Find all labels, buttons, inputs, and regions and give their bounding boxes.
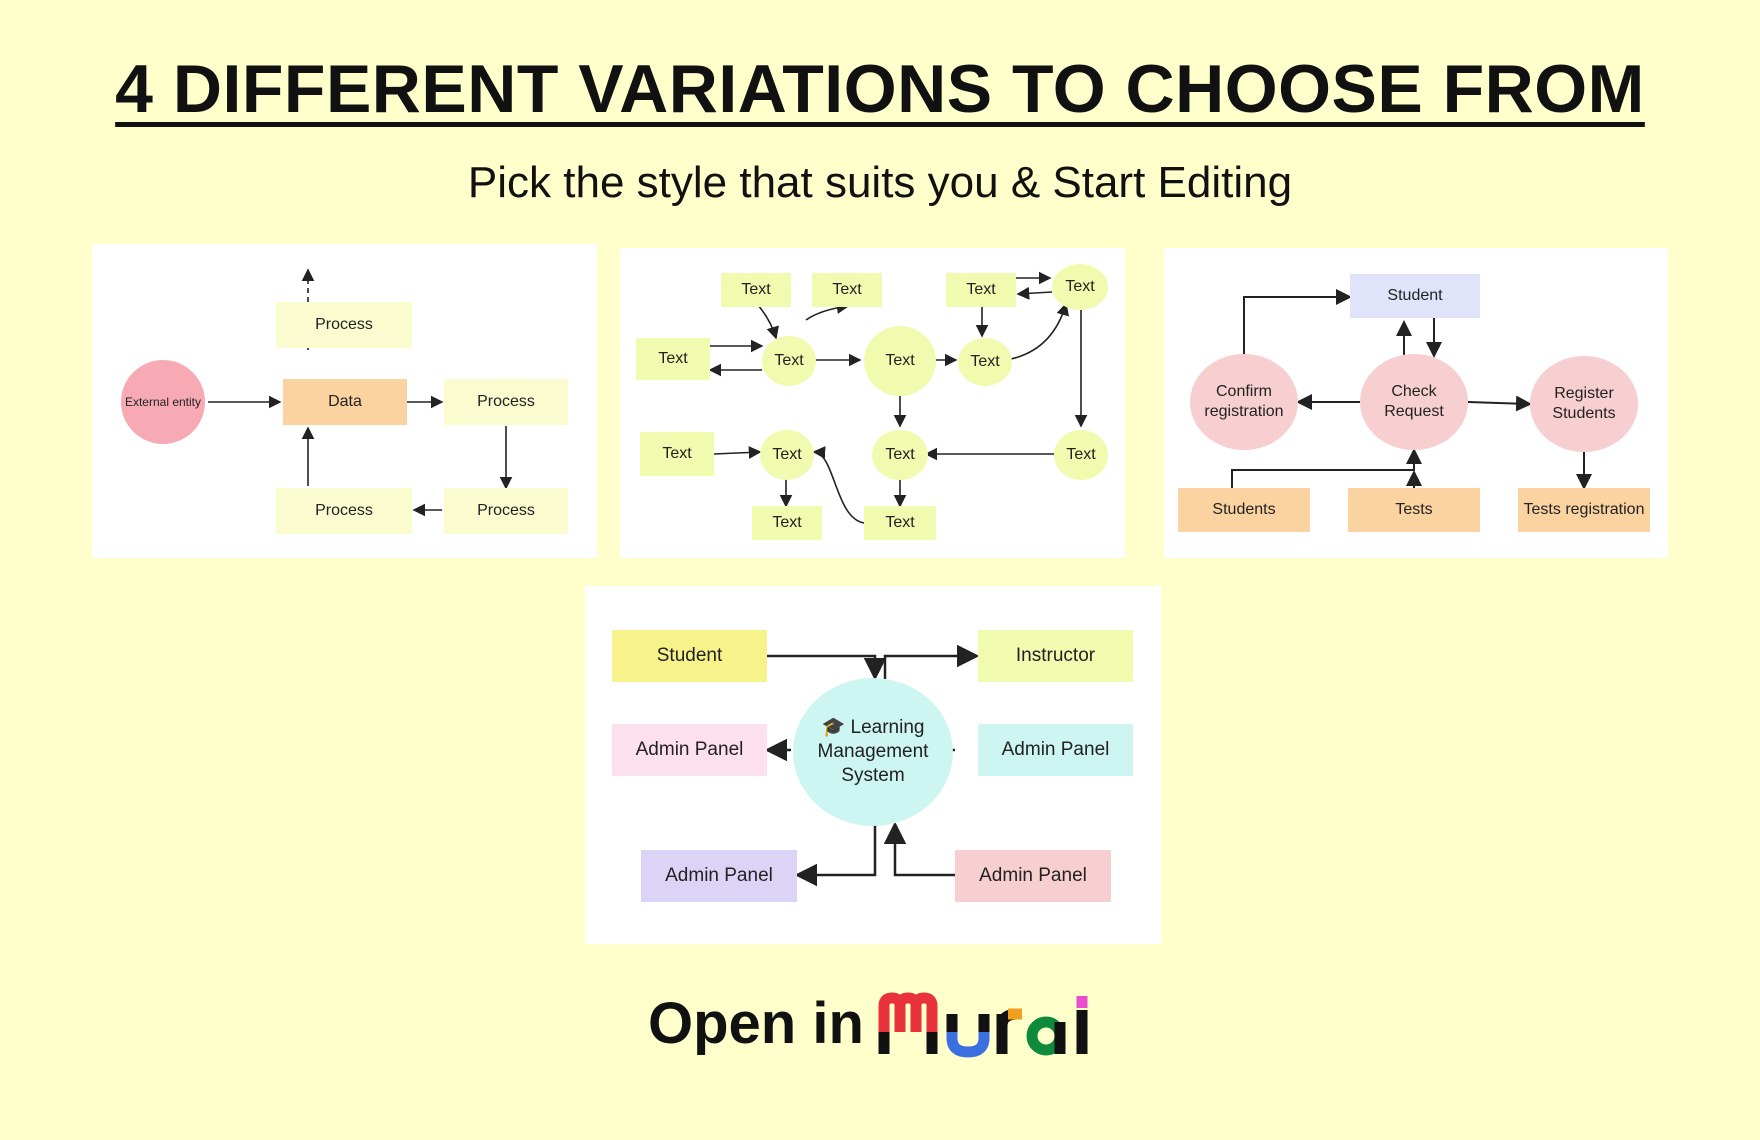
text-node[interactable]: Text [946, 273, 1016, 307]
page-subtitle: Pick the style that suits you & Start Ed… [467, 158, 1293, 207]
text-node[interactable]: Text [636, 338, 710, 380]
admin-panel-bottom-left[interactable]: Admin Panel [641, 850, 797, 902]
open-in-label: Open in [648, 991, 864, 1056]
text-circle-node[interactable]: Text [1052, 264, 1108, 310]
admin-panel-bottom-right[interactable]: Admin Panel [955, 850, 1111, 902]
tests-registration-node[interactable]: Tests registration [1518, 488, 1650, 532]
text-circle-node[interactable]: Text [1054, 430, 1108, 480]
lms-text: Learning Management System [817, 717, 929, 786]
process-node-right[interactable]: Process [444, 379, 568, 425]
process-node-top[interactable]: Process [276, 302, 412, 348]
diagram-variation-3[interactable]: Student Confirm registration Check Reque… [1164, 248, 1668, 558]
mural-logo[interactable] [878, 992, 1098, 1058]
lms-label: 🎓 Learning Management System [793, 716, 953, 787]
lms-node[interactable]: 🎓 Learning Management System [793, 678, 953, 826]
text-circle-node[interactable]: Text [760, 430, 814, 480]
text-node[interactable]: Text [812, 273, 882, 307]
diagram-variation-2[interactable]: Text Text Text Text Text Text Text Text … [620, 248, 1125, 558]
diagram-3-connectors [1231, 289, 1592, 490]
text-node[interactable]: Text [721, 273, 791, 307]
instructor-node[interactable]: Instructor [978, 630, 1133, 682]
text-circle-node[interactable]: Text [864, 326, 936, 396]
text-node[interactable]: Text [864, 506, 936, 540]
external-entity-node[interactable]: External entity [121, 360, 205, 444]
graduation-cap-icon: 🎓 [821, 717, 846, 739]
diagram-variation-1[interactable]: External entity Data Process Process Pro… [92, 244, 597, 558]
process-node-bottom-right[interactable]: Process [444, 488, 568, 534]
admin-panel-right[interactable]: Admin Panel [978, 724, 1133, 776]
text-node[interactable]: Text [640, 432, 714, 476]
text-circle-node[interactable]: Text [762, 336, 816, 386]
process-node-bottom-left[interactable]: Process [276, 488, 412, 534]
student-node[interactable]: Student [612, 630, 767, 682]
register-students-node[interactable]: Register Students [1530, 356, 1638, 452]
page-title: 4 DIFFERENT VARIATIONS TO CHOOSE FROM [115, 51, 1645, 127]
text-node[interactable]: Text [752, 506, 822, 540]
diagram-2-connectors [708, 271, 1088, 524]
tests-node[interactable]: Tests [1348, 488, 1480, 532]
text-circle-node[interactable]: Text [872, 430, 928, 480]
text-circle-node[interactable]: Text [958, 338, 1012, 386]
confirm-registration-node[interactable]: Confirm registration [1190, 354, 1298, 450]
admin-panel-left[interactable]: Admin Panel [612, 724, 767, 776]
check-request-node[interactable]: Check Request [1360, 354, 1468, 450]
data-node[interactable]: Data [283, 379, 407, 425]
student-node[interactable]: Student [1350, 274, 1480, 318]
diagram-1-connectors [208, 268, 513, 517]
students-node[interactable]: Students [1178, 488, 1310, 532]
diagram-variation-4[interactable]: Student Instructor 🎓 Learning Management… [585, 586, 1161, 944]
